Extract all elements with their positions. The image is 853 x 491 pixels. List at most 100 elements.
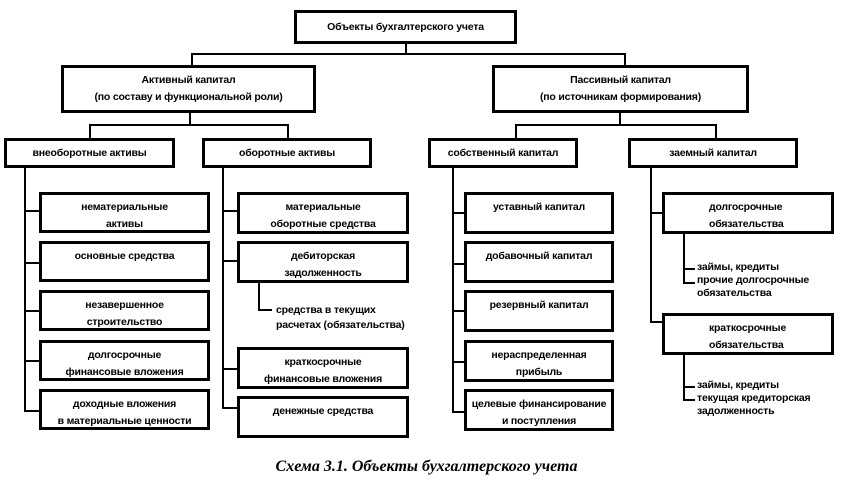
noncurrent-assets-node: внеоборотные активы: [4, 138, 175, 168]
item-line: строительство: [86, 316, 163, 328]
equity-node: собственный капитал: [428, 138, 578, 168]
item-line: доходные вложения: [72, 398, 177, 410]
item-line: долгосрочные: [87, 349, 162, 361]
item-line: нераспределенная: [491, 349, 587, 361]
item-line: добавочный капитал: [485, 250, 593, 262]
sub-line: средства в текущих: [276, 304, 376, 316]
item-line: финансовые вложения: [264, 373, 382, 385]
current-item-st-investments: краткосрочные финансовые вложения: [237, 347, 409, 389]
item-line: основные средства: [74, 250, 175, 262]
active-capital-node: Активный капитал (по составу и функциона…: [61, 65, 316, 113]
connector: [624, 53, 626, 66]
item-line: активы: [106, 218, 143, 230]
connector: [222, 368, 238, 370]
connector: [515, 124, 517, 138]
connector: [452, 361, 468, 363]
connector: [24, 410, 40, 412]
connector: [222, 260, 238, 262]
connector: [683, 386, 695, 388]
equity-item-targeted: целевые финансирование и поступления: [464, 389, 614, 431]
item-line: денежные средства: [272, 405, 374, 417]
connector: [515, 124, 717, 126]
noncurrent-item-intangible: нематериальные активы: [39, 192, 210, 233]
connector: [452, 310, 468, 312]
connector: [24, 310, 40, 312]
connector: [619, 113, 621, 125]
item-line: оборотные средства: [270, 218, 376, 230]
connector: [405, 44, 407, 54]
current-item-materials: материальные оборотные средства: [237, 192, 409, 234]
sub-line: займы, кредиты: [697, 379, 779, 391]
item-line: целевые финансирование: [471, 398, 607, 410]
connector: [189, 113, 191, 125]
item-line: уставный капитал: [493, 201, 585, 213]
connector: [650, 321, 666, 323]
connector: [24, 360, 40, 362]
noncurrent-item-construction: незавершенное строительство: [39, 290, 210, 331]
equity-item-reserve: резервный капитал: [464, 290, 614, 332]
passive-capital-subtitle: (по источникам формирования): [539, 91, 702, 103]
connector: [650, 168, 652, 322]
active-capital-title: Активный капитал: [141, 74, 236, 86]
current-assets-node: оборотные активы: [202, 138, 372, 168]
item-line: дебиторская: [291, 250, 355, 262]
connector: [191, 53, 193, 66]
passive-capital-node: Пассивный капитал (по источникам формиро…: [492, 65, 749, 113]
connector: [89, 124, 289, 126]
borrowed-item-short-term: краткосрочные обязательства: [662, 313, 834, 355]
connector: [452, 263, 468, 265]
connector: [683, 355, 685, 401]
sub-line: прочие долгосрочные: [697, 274, 810, 286]
noncurrent-item-fixed-assets: основные средства: [39, 241, 210, 282]
sub-line: задолженность: [697, 405, 775, 417]
connector: [452, 212, 468, 214]
connector: [683, 282, 695, 284]
connector: [452, 168, 454, 412]
item-line: и поступления: [501, 415, 577, 427]
connector: [191, 53, 625, 55]
connector: [24, 210, 40, 212]
connector: [683, 399, 695, 401]
figure-caption: Схема 3.1. Объекты бухгалтерского учета: [275, 458, 578, 475]
item-line: нематериальные: [81, 201, 168, 213]
root-node: Объекты бухгалтерского учета: [294, 10, 517, 44]
borrowed-capital-node: заемный капитал: [628, 138, 798, 168]
current-item-receivables: дебиторская задолженность: [237, 241, 409, 283]
connector: [715, 124, 717, 138]
connector: [89, 124, 91, 138]
item-line: незавершенное: [85, 299, 164, 311]
receivables-sub-note: средства в текущих расчетах (обязательст…: [276, 303, 405, 333]
connector: [683, 268, 695, 270]
connector: [258, 283, 260, 310]
connector: [452, 411, 468, 413]
item-line: резервный капитал: [489, 299, 589, 311]
connector: [222, 407, 238, 409]
item-line: материальные: [285, 201, 361, 213]
item-line: задолженность: [284, 267, 362, 279]
connector: [24, 168, 26, 411]
short-term-sub-note: займы, кредиты текущая кредиторская задо…: [697, 379, 811, 418]
item-line: долгосрочные: [709, 201, 783, 213]
connector: [683, 234, 685, 284]
connector: [24, 262, 40, 264]
equity-item-additional: добавочный капитал: [464, 241, 614, 283]
borrowed-item-long-term: долгосрочные обязательства: [662, 192, 834, 234]
passive-capital-title: Пассивный капитал: [570, 74, 671, 86]
item-line: обязательства: [709, 339, 784, 351]
connector: [258, 309, 272, 311]
item-line: краткосрочные: [284, 356, 362, 368]
borrowed-capital-label: заемный капитал: [669, 146, 757, 159]
noncurrent-item-lt-investments: долгосрочные финансовые вложения: [39, 340, 210, 381]
sub-line: текущая кредиторская: [697, 392, 811, 404]
long-term-sub-note: займы, кредиты прочие долгосрочные обяза…: [697, 261, 809, 300]
current-assets-label: оборотные активы: [238, 146, 335, 159]
active-capital-subtitle: (по составу и функциональной роли): [94, 91, 283, 103]
equity-label: собственный капитал: [447, 146, 559, 159]
item-line: финансовые вложения: [65, 366, 184, 378]
item-line: прибыль: [515, 366, 563, 378]
connector: [650, 212, 666, 214]
noncurrent-assets-label: внеоборотные активы: [32, 146, 147, 159]
item-line: в материальные ценности: [57, 415, 192, 427]
equity-item-retained: нераспределенная прибыль: [464, 340, 614, 382]
equity-item-charter: уставный капитал: [464, 192, 614, 234]
